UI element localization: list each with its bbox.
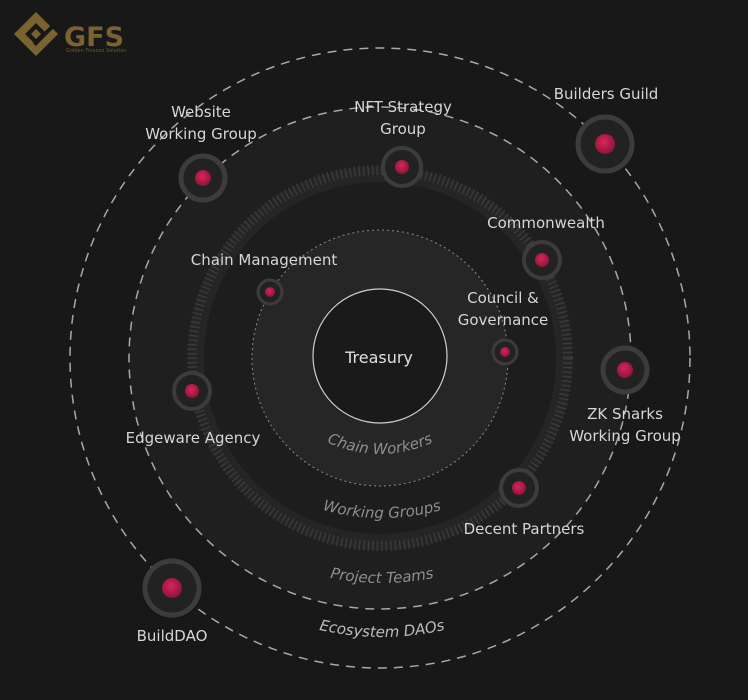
gfs-logo-icon [14,12,58,56]
builders-label: Builders Guild [554,85,659,103]
nft-label-line2: Group [380,120,426,138]
treasury-label: Treasury [344,348,413,367]
ecosystem-daos-label: Ecosystem DAOs [318,616,446,641]
ecosystem-daos-ring [69,47,691,669]
node-nft-strategy-group[interactable] [381,146,423,188]
zk-label-line1: ZK Snarks [587,405,663,423]
website-label-line1: Website [171,103,231,121]
treasury-circle[interactable] [312,288,448,424]
node-chain-management[interactable] [256,278,284,306]
logo-name: GFS [64,22,124,53]
node-council-governance[interactable] [491,338,519,366]
commonwealth-label: Commonwealth [487,214,605,232]
website-label-line2: Working Group [145,125,257,143]
decent-label: Decent Partners [464,520,585,538]
node-commonwealth[interactable] [522,240,562,280]
node-builddao[interactable] [142,558,202,618]
node-decent-partners[interactable] [499,468,539,508]
builddao-label: BuildDAO [137,627,208,645]
zk-label-line2: Working Group [569,427,681,445]
node-zk-snarks-working-group[interactable] [600,345,650,395]
node-website-working-group[interactable] [178,153,228,203]
chain-management-label: Chain Management [191,251,338,269]
edgeware-label: Edgeware Agency [126,429,261,447]
nft-label-line1: NFT Strategy [354,98,452,116]
logo-tagline: Golden Finance Solution [66,48,126,54]
node-builders-guild[interactable] [575,114,635,174]
working-groups-ticks [187,165,573,551]
project-teams-label: Project Teams [329,564,435,587]
council-label-line2: Governance [458,311,549,329]
council-label-line1: Council & [467,289,539,307]
node-edgeware-agency[interactable] [172,371,212,411]
gfs-logo[interactable]: GFS Golden Finance Solution [14,12,126,56]
